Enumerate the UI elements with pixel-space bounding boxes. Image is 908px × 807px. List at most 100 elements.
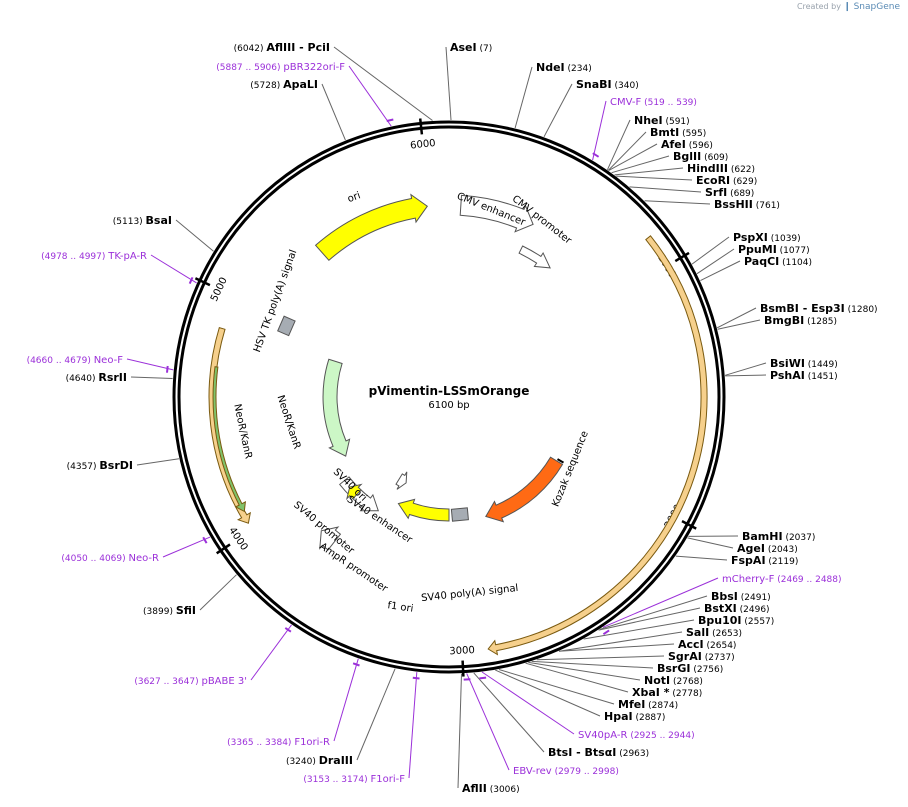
enzyme-position: (2737) xyxy=(702,653,735,663)
primer-name: EBV-rev xyxy=(513,766,552,777)
feature-label: LSSmOrange xyxy=(560,521,612,577)
enzyme-leader-line xyxy=(321,83,346,141)
enzyme-leader-line xyxy=(716,307,757,329)
primer-name: mCherry-F xyxy=(722,574,775,585)
primer-range: (2979 .. 2998) xyxy=(552,767,619,777)
primer-site-marker xyxy=(412,676,420,680)
enzyme-label: SgrAI (2737) xyxy=(668,650,735,663)
feature-arrow xyxy=(459,194,534,233)
enzyme-position: (609) xyxy=(701,153,728,163)
enzyme-leader-line xyxy=(644,200,711,205)
primer-range: (5887 .. 5906) xyxy=(216,63,283,73)
enzyme-leader-line xyxy=(333,46,433,121)
enzyme-leader-line xyxy=(717,319,761,330)
enzyme-name: BstXI xyxy=(704,602,737,615)
primer-range: (4660 .. 4679) xyxy=(27,356,94,366)
enzyme-position: (2653) xyxy=(709,629,742,639)
enzyme-leader-line xyxy=(616,175,693,181)
primer-name: SV40pA-R xyxy=(578,730,627,741)
primer-label: SV40pA-R (2925 .. 2944) xyxy=(578,730,695,741)
enzyme-name: BmtI xyxy=(650,126,679,139)
enzyme-label: PpuMI (1077) xyxy=(738,243,810,256)
enzyme-position: (2557) xyxy=(742,617,775,627)
enzyme-position: (2778) xyxy=(669,689,702,699)
snapgene-logo-icon: ❙ xyxy=(843,2,852,12)
primer-label: (5887 .. 5906) pBR322ori-F xyxy=(216,62,345,73)
tick-mark xyxy=(418,118,424,135)
enzyme-position: (4640) xyxy=(66,374,99,384)
enzyme-position: (2887) xyxy=(633,713,666,723)
primer-site-marker xyxy=(592,152,600,158)
enzyme-leader-line xyxy=(558,643,675,652)
enzyme-name: FspAI xyxy=(731,554,766,567)
enzyme-label: NheI (591) xyxy=(634,114,690,127)
enzyme-position: (3899) xyxy=(143,607,176,617)
highlight-arc xyxy=(212,366,247,513)
enzyme-label: AgeI (2043) xyxy=(737,542,798,555)
primer-range: (519 .. 539) xyxy=(641,98,697,108)
tick-mark xyxy=(461,660,465,677)
primer-site-marker xyxy=(602,629,610,636)
enzyme-name: NheI xyxy=(634,114,663,127)
enzyme-position: (1077) xyxy=(777,246,810,256)
enzyme-label: XbaI * (2778) xyxy=(632,686,702,699)
enzyme-position: (629) xyxy=(730,177,757,187)
enzyme-label: PaqCI (1104) xyxy=(744,255,812,268)
enzyme-label: SrfI (689) xyxy=(705,186,754,199)
primer-name: pBR322ori-F xyxy=(283,62,345,73)
enzyme-leader-line xyxy=(525,662,629,693)
tick-label: 3000 xyxy=(449,645,475,657)
tick-mark xyxy=(681,519,697,530)
enzyme-label: (3899) SfiI xyxy=(143,604,196,617)
snapgene-credit: Created by ❙ SnapGene xyxy=(797,2,900,12)
primer-range: (4978 .. 4997) xyxy=(41,252,108,262)
enzyme-name: Bpu10I xyxy=(698,614,742,627)
enzyme-leader-line xyxy=(495,669,601,717)
enzyme-name: NotI xyxy=(644,674,670,687)
enzyme-label: (5728) ApaLI xyxy=(250,78,318,91)
enzyme-position: (340) xyxy=(612,81,639,91)
feature-box xyxy=(450,507,469,522)
enzyme-name: EcoRI xyxy=(696,174,730,187)
enzyme-label: SnaBI (340) xyxy=(576,78,639,91)
enzyme-position: (596) xyxy=(686,141,713,151)
enzyme-leader-line xyxy=(691,236,730,265)
primer-name: Neo-F xyxy=(94,355,124,366)
enzyme-label: MfeI (2874) xyxy=(618,698,678,711)
enzyme-position: (1449) xyxy=(805,360,838,370)
enzyme-leader-line xyxy=(514,66,533,129)
backbone-outer-circle xyxy=(172,120,726,674)
enzyme-name: SrfI xyxy=(705,186,727,199)
enzyme-name: PspXI xyxy=(733,231,768,244)
enzyme-position: (5728) xyxy=(250,81,283,91)
enzyme-name: BsiWI xyxy=(770,357,805,370)
feature-box xyxy=(277,315,296,337)
enzyme-leader-line xyxy=(725,362,767,376)
enzyme-label: (6042) AflIII - PciI xyxy=(234,41,330,54)
feature-arrow xyxy=(345,483,363,501)
tick-label: 6000 xyxy=(410,138,436,152)
enzyme-leader-line xyxy=(598,607,701,631)
primer-range: (3153 .. 3174) xyxy=(303,775,370,785)
enzyme-leader-line xyxy=(175,219,214,252)
primer-label: mCherry-F (2469 .. 2488) xyxy=(722,574,842,585)
primer-label: (4050 .. 4069) Neo-R xyxy=(61,553,159,564)
enzyme-position: (3006) xyxy=(487,785,520,795)
feature-label: NeoR/KanR xyxy=(275,394,303,451)
enzyme-name: HindIII xyxy=(687,162,728,175)
enzyme-position: (3240) xyxy=(286,757,319,767)
primer-range: (3627 .. 3647) xyxy=(134,677,201,687)
feature-label: HSV TK poly(A) signal xyxy=(252,248,299,354)
feature-arrow xyxy=(397,498,450,522)
enzyme-name: MfeI xyxy=(618,698,645,711)
enzyme-leader-line xyxy=(599,595,708,630)
enzyme-position: (234) xyxy=(565,64,592,74)
enzyme-name: BmgBI xyxy=(764,314,804,327)
enzyme-label: Bpu10I (2557) xyxy=(698,614,774,627)
enzyme-leader-line xyxy=(445,46,452,121)
primer-range: (2469 .. 2488) xyxy=(774,575,841,585)
enzyme-leader-line xyxy=(629,186,702,193)
enzyme-position: (622) xyxy=(728,165,755,175)
enzyme-label: (3240) DraIII xyxy=(286,754,353,767)
enzyme-label: BglII (609) xyxy=(673,150,728,163)
